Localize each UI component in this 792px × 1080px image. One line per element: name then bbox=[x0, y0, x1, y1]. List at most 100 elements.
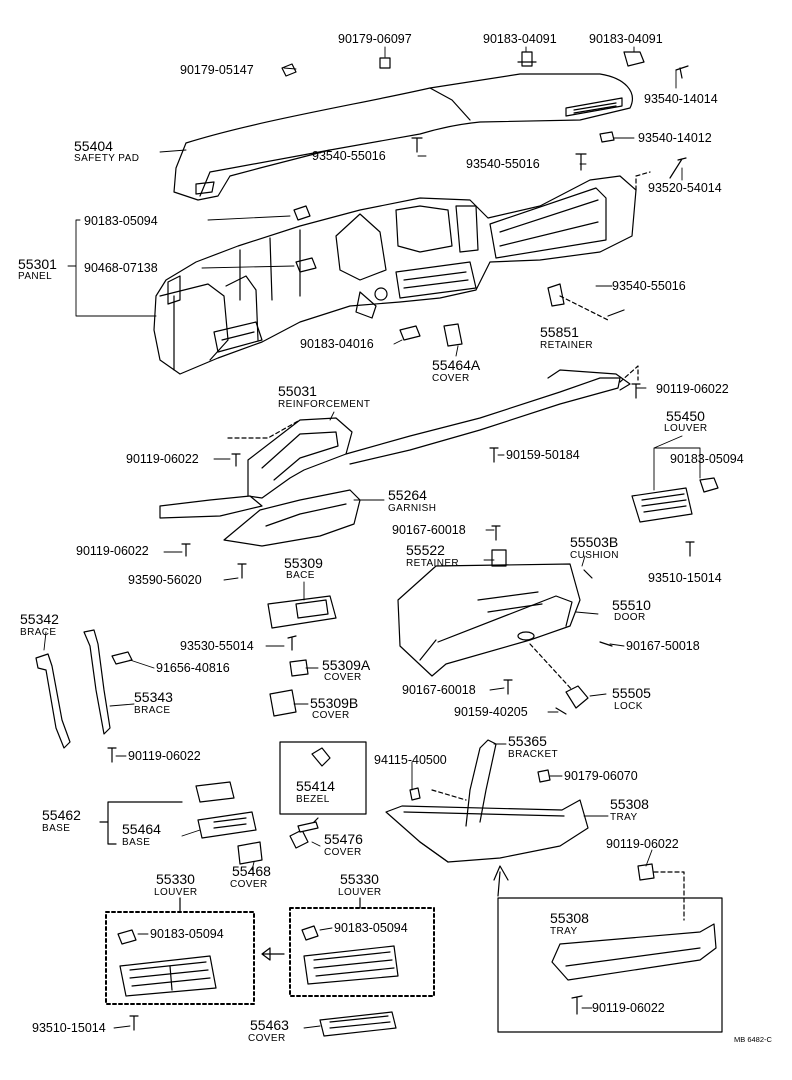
callout-93540-14012: 93540-14012 bbox=[638, 131, 712, 145]
callout-55522-name: RETAINER bbox=[406, 558, 460, 569]
base-55462-drawing bbox=[99, 781, 263, 865]
insert-arrow-drawing bbox=[493, 865, 723, 1033]
callout-93510-15014: 93510-15014 bbox=[648, 571, 722, 585]
callout-93510-15014: 93510-15014 bbox=[32, 1021, 106, 1035]
callout-55450-number: 55450 bbox=[666, 408, 705, 424]
callout-55414-name: BEZEL bbox=[296, 794, 330, 805]
callout-55476-number: 55476 bbox=[324, 831, 363, 847]
callout-90167-60018: 90167-60018 bbox=[402, 683, 476, 697]
callout-90179-05147: 90179-05147 bbox=[180, 63, 254, 77]
callout-90167-50018: 90167-50018 bbox=[626, 639, 700, 653]
callout-93540-55016: 93540-55016 bbox=[312, 149, 386, 163]
callout-55463-number: 55463 bbox=[250, 1017, 289, 1033]
callout-55330-name: LOUVER bbox=[338, 887, 382, 898]
callout-90159-40205: 90159-40205 bbox=[454, 705, 528, 719]
callout-90119-06022: 90119-06022 bbox=[592, 1001, 665, 1015]
callout-55503B-number: 55503B bbox=[570, 534, 619, 550]
callout-90159-50184: 90159-50184 bbox=[506, 448, 580, 462]
tray-55308-drawing bbox=[385, 739, 655, 881]
callout-55308-name: TRAY bbox=[610, 812, 638, 823]
callout-55365-name: BRACKET bbox=[508, 749, 559, 760]
base-55309-drawing bbox=[267, 595, 337, 717]
callout-55404-number: 55404 bbox=[74, 138, 113, 154]
callout-90167-60018: 90167-60018 bbox=[392, 523, 466, 537]
callout-55464A-number: 55464A bbox=[432, 357, 481, 373]
callout-93540-55016: 93540-55016 bbox=[612, 279, 686, 293]
callout-90119-06022: 90119-06022 bbox=[128, 749, 201, 763]
callout-55342-name: BRACE bbox=[20, 627, 57, 638]
callout-90183-05094: 90183-05094 bbox=[84, 214, 158, 228]
callout-55476-name: COVER bbox=[324, 847, 362, 858]
callout-55309-number: 55309 bbox=[284, 555, 323, 571]
callout-55464A-name: COVER bbox=[432, 373, 470, 384]
callout-55330-number: 55330 bbox=[340, 871, 379, 887]
callout-90183-04091: 90183-04091 bbox=[483, 32, 557, 46]
callout-55414-number: 55414 bbox=[296, 778, 335, 794]
callout-55503B-name: CUSHION bbox=[570, 550, 619, 561]
callout-55505-number: 55505 bbox=[612, 685, 651, 701]
callout-55365-number: 55365 bbox=[508, 733, 547, 749]
callout-90183-05094: 90183-05094 bbox=[150, 927, 224, 941]
callout-90179-06070: 90179-06070 bbox=[564, 769, 638, 783]
callout-55031-number: 55031 bbox=[278, 383, 317, 399]
callout-55404-name: SAFETY PAD bbox=[74, 153, 140, 164]
callout-55450-name: LOUVER bbox=[664, 423, 708, 434]
callout-55264-number: 55264 bbox=[388, 487, 427, 503]
leader-lines bbox=[43, 46, 701, 1029]
louver-55450-drawing bbox=[631, 477, 719, 523]
callout-90183-04016: 90183-04016 bbox=[300, 337, 374, 351]
louver-transfer-arrow bbox=[261, 947, 285, 961]
callout-90183-04091: 90183-04091 bbox=[589, 32, 663, 46]
callout-55468-name: COVER bbox=[230, 879, 268, 890]
louver-55330-left-drawing bbox=[105, 897, 255, 1005]
callout-55342-number: 55342 bbox=[20, 611, 59, 627]
callout-93590-56020: 93590-56020 bbox=[128, 573, 202, 587]
callout-55031-name: REINFORCEMENT bbox=[278, 399, 371, 410]
tray-inset-drawing bbox=[551, 923, 717, 1015]
louver-55330-right-drawing bbox=[289, 897, 435, 997]
callout-93540-14014: 93540-14014 bbox=[644, 92, 718, 106]
phantom-lines-upper bbox=[559, 171, 651, 321]
callout-90183-05094: 90183-05094 bbox=[670, 452, 744, 466]
callout-55308-name: TRAY bbox=[550, 926, 578, 937]
callout-55510-number: 55510 bbox=[612, 597, 651, 613]
safety-pad-drawing bbox=[173, 73, 633, 201]
callout-94115-40500: 94115-40500 bbox=[374, 753, 447, 767]
misc-screws bbox=[107, 383, 695, 1031]
upper-fasteners bbox=[281, 51, 689, 347]
callout-55309B-name: COVER bbox=[312, 710, 350, 721]
phantom-lines-reinforcement bbox=[227, 365, 639, 439]
callout-93520-54014: 93520-54014 bbox=[648, 181, 722, 195]
bezel-55414-drawing bbox=[279, 741, 367, 849]
drawing-stamp: MB 6482-C bbox=[734, 1035, 772, 1044]
callout-55464-number: 55464 bbox=[122, 821, 161, 837]
callout-93540-55016: 93540-55016 bbox=[466, 157, 540, 171]
callout-90179-06097: 90179-06097 bbox=[338, 32, 412, 46]
callout-55851-number: 55851 bbox=[540, 324, 579, 340]
callout-55851-name: RETAINER bbox=[540, 340, 594, 351]
phantom-lines-tray bbox=[431, 789, 685, 921]
reinforcement-drawing bbox=[159, 369, 631, 519]
callout-55468-number: 55468 bbox=[232, 863, 271, 879]
callout-55522-number: 55522 bbox=[406, 542, 445, 558]
callout-55330-number: 55330 bbox=[156, 871, 195, 887]
instrument-panel-drawing bbox=[153, 175, 637, 375]
callout-55343-number: 55343 bbox=[134, 689, 173, 705]
callout-55309B-number: 55309B bbox=[310, 695, 359, 711]
callout-90119-06022: 90119-06022 bbox=[606, 837, 679, 851]
callout-55505-name: LOCK bbox=[614, 701, 643, 712]
callout-55308-number: 55308 bbox=[610, 796, 649, 812]
cover-55463-drawing bbox=[319, 1011, 397, 1037]
braces-drawing bbox=[35, 629, 133, 749]
callout-55308-number: 55308 bbox=[550, 910, 589, 926]
callout-55462-number: 55462 bbox=[42, 807, 81, 823]
callout-90468-07138: 90468-07138 bbox=[84, 261, 158, 275]
callout-55330-name: LOUVER bbox=[154, 887, 198, 898]
callout-55264-name: GARNISH bbox=[388, 503, 437, 514]
callout-91656-40816: 91656-40816 bbox=[156, 661, 230, 675]
callout-93530-55014: 93530-55014 bbox=[180, 639, 254, 653]
callout-55510-name: DOOR bbox=[614, 612, 646, 623]
callout-55464-name: BASE bbox=[122, 837, 151, 848]
callout-55301-name: PANEL bbox=[18, 271, 53, 282]
